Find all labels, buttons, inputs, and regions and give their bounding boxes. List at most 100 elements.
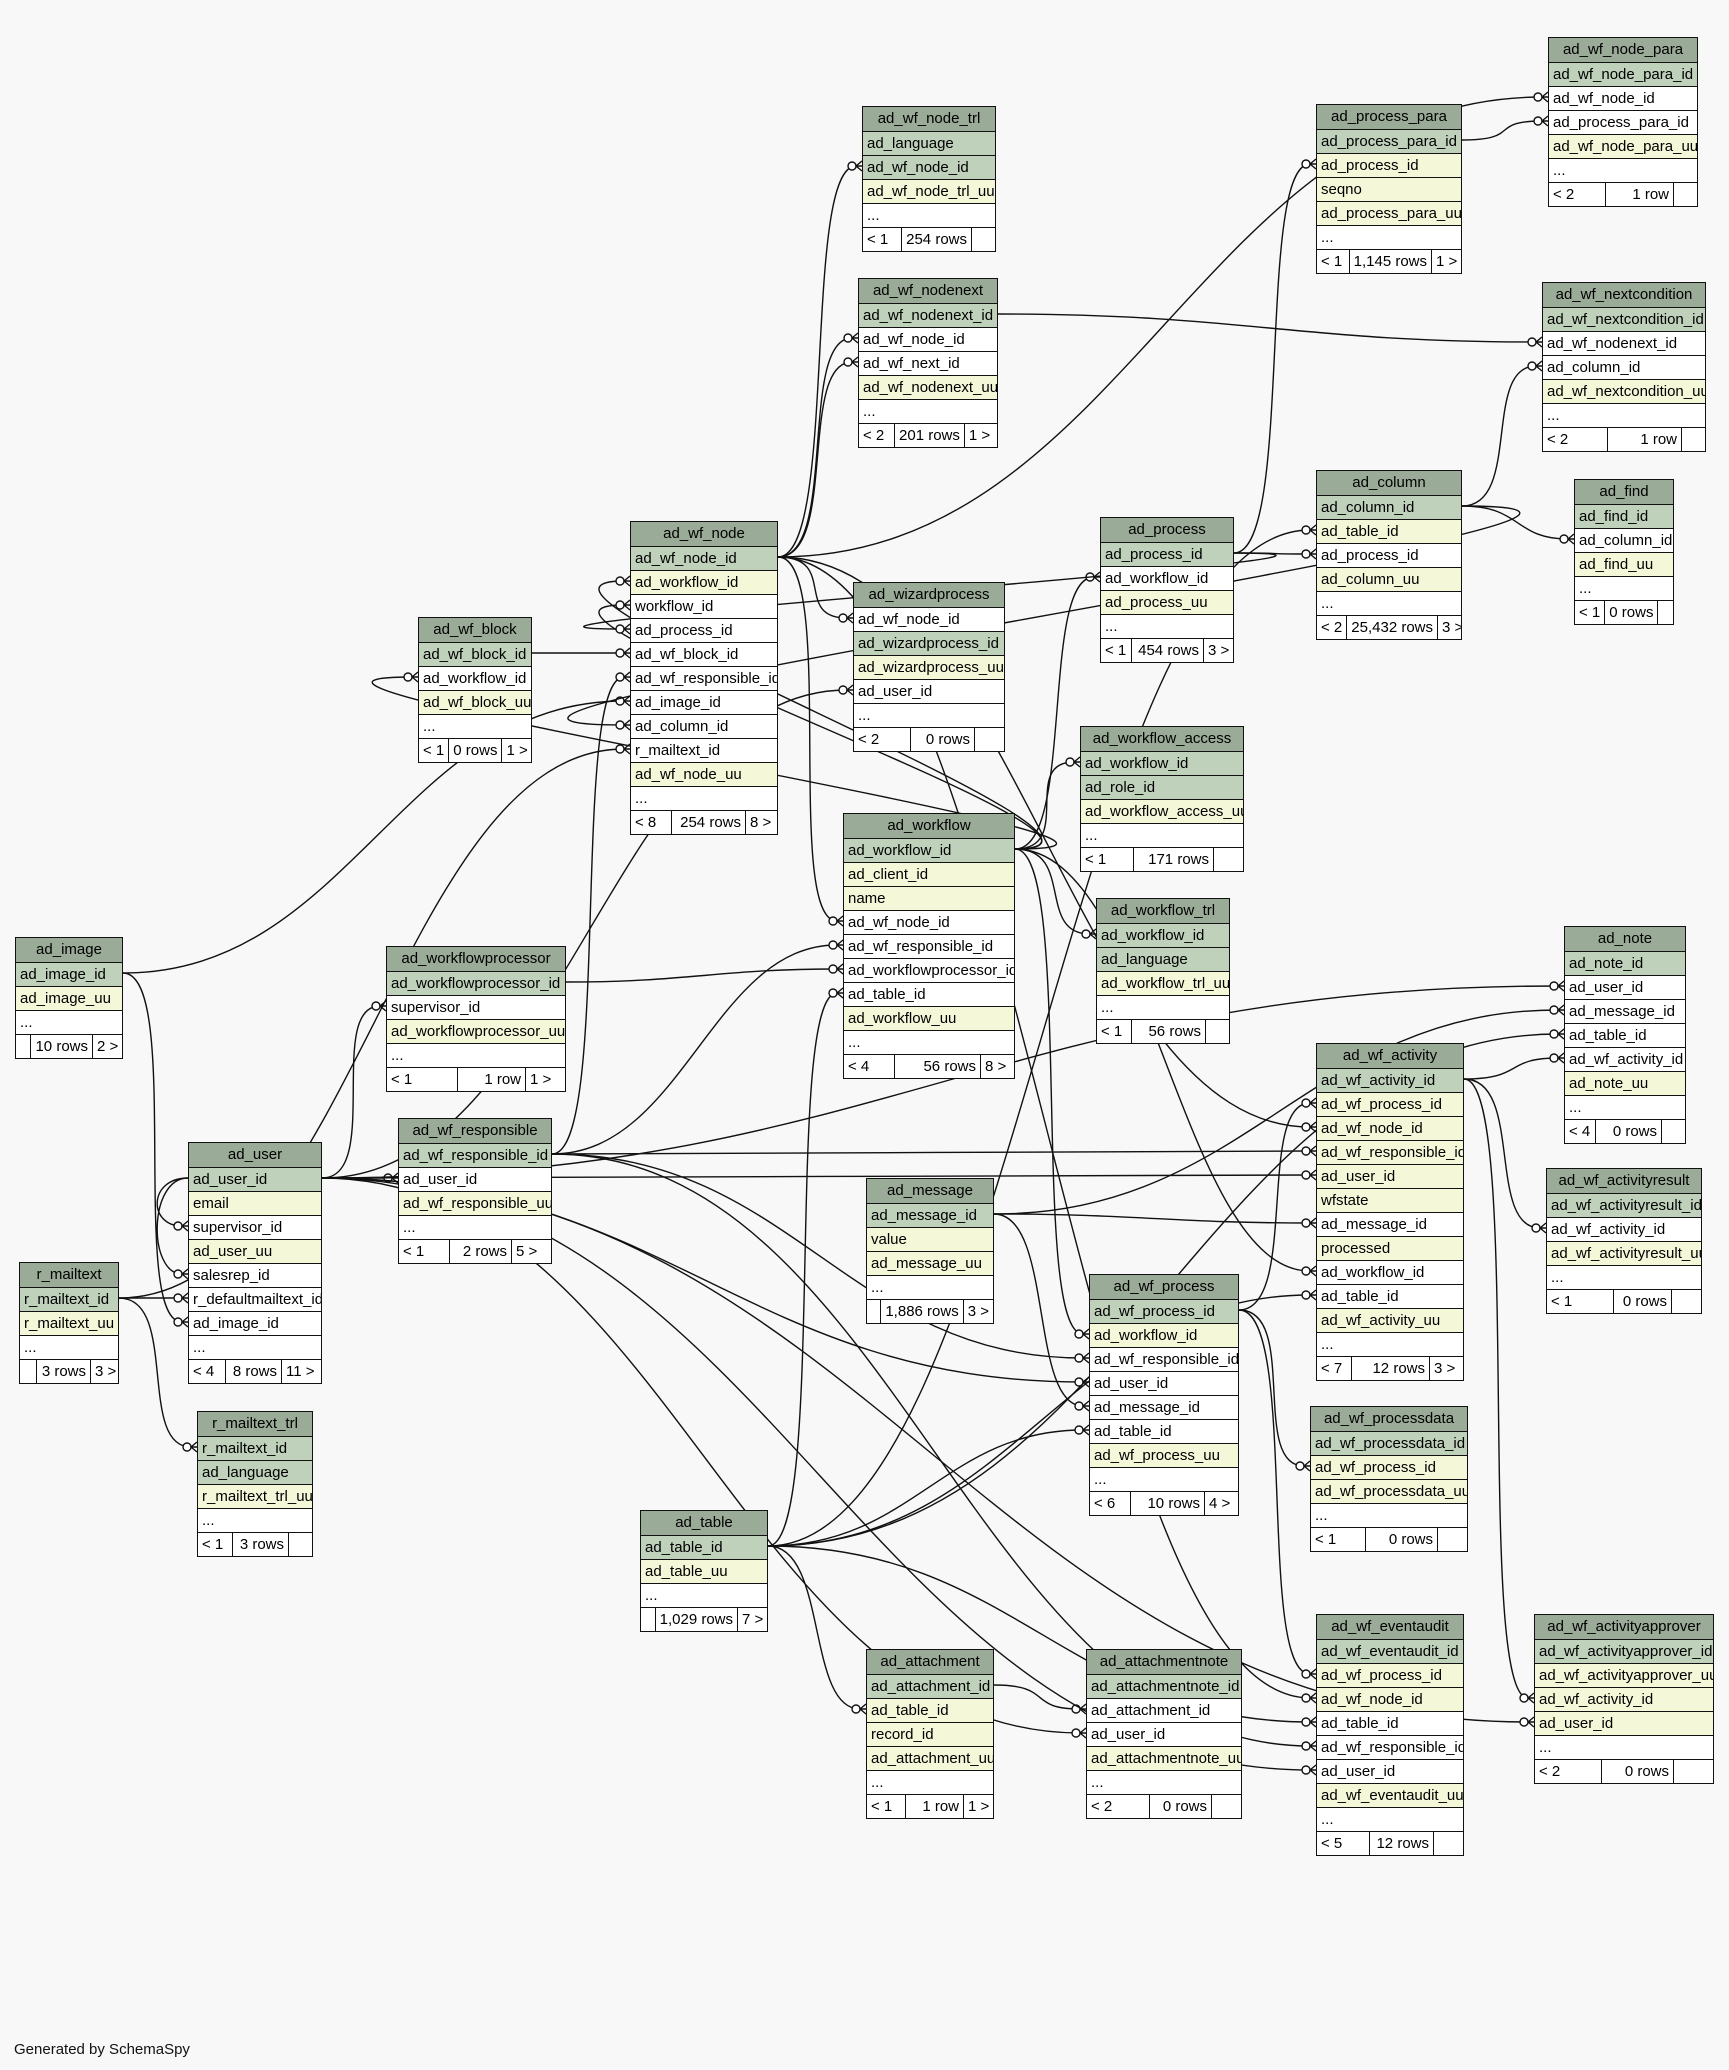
column-ad_workflow_access_uu[interactable]: ad_workflow_access_uu (1081, 799, 1243, 823)
more-columns[interactable]: ... (1081, 823, 1243, 847)
column-ad_wf_node_id[interactable]: ad_wf_node_id (863, 155, 995, 179)
table-title[interactable]: ad_wf_node_para (1549, 38, 1697, 62)
column-ad_column_uu[interactable]: ad_column_uu (1317, 567, 1461, 591)
column-ad_attachment_id[interactable]: ad_attachment_id (1087, 1698, 1241, 1722)
column-ad_table_uu[interactable]: ad_table_uu (641, 1559, 767, 1583)
column-ad_table_id[interactable]: ad_table_id (1317, 519, 1461, 543)
more-columns[interactable]: ... (854, 703, 1004, 727)
column-ad_language[interactable]: ad_language (863, 131, 995, 155)
column-r_defaultmailtext_id[interactable]: r_defaultmailtext_id (189, 1287, 321, 1311)
column-ad_wf_nextcondition_uu[interactable]: ad_wf_nextcondition_uu (1543, 379, 1705, 403)
parents-link[interactable]: < 1 (1321, 253, 1343, 270)
table-title[interactable]: ad_find (1575, 480, 1673, 504)
column-ad_column_id[interactable]: ad_column_id (1317, 495, 1461, 519)
column-ad_attachment_uu[interactable]: ad_attachment_uu (867, 1746, 993, 1770)
column-ad_role_id[interactable]: ad_role_id (1081, 775, 1243, 799)
column-ad_wf_node_id[interactable]: ad_wf_node_id (844, 910, 1014, 934)
more-columns[interactable]: ... (631, 786, 777, 810)
children-link[interactable] (971, 228, 995, 251)
more-columns[interactable]: ... (1311, 1503, 1467, 1527)
children-link[interactable] (1671, 1290, 1701, 1313)
table-title[interactable]: ad_workflow_access (1081, 727, 1243, 751)
column-email[interactable]: email (189, 1191, 321, 1215)
more-columns[interactable]: ... (1101, 614, 1233, 638)
column-ad_process_uu[interactable]: ad_process_uu (1101, 590, 1233, 614)
children-link[interactable]: 3 > (1203, 639, 1233, 662)
parents-link[interactable]: < 2 (1553, 186, 1575, 203)
column-ad_find_id[interactable]: ad_find_id (1575, 504, 1673, 528)
table-title[interactable]: ad_wf_activityapprover (1535, 1615, 1713, 1639)
table-title[interactable]: ad_process_para (1317, 105, 1461, 129)
children-link[interactable]: 5 > (511, 1240, 551, 1263)
more-columns[interactable]: ... (641, 1583, 767, 1607)
column-ad_wf_process_id[interactable]: ad_wf_process_id (1317, 1663, 1463, 1687)
children-link[interactable]: 7 > (737, 1608, 767, 1631)
column-ad_workflow_id[interactable]: ad_workflow_id (419, 666, 531, 690)
column-ad_wf_activity_id[interactable]: ad_wf_activity_id (1565, 1047, 1685, 1071)
more-columns[interactable]: ... (1090, 1467, 1238, 1491)
column-ad_attachmentnote_id[interactable]: ad_attachmentnote_id (1087, 1674, 1241, 1698)
table-title[interactable]: ad_table (641, 1511, 767, 1535)
more-columns[interactable]: ... (1549, 158, 1697, 182)
column-ad_process_id[interactable]: ad_process_id (1101, 542, 1233, 566)
column-ad_wf_node_trl_uu[interactable]: ad_wf_node_trl_uu (863, 179, 995, 203)
column-ad_wf_block_uu[interactable]: ad_wf_block_uu (419, 690, 531, 714)
table-title[interactable]: ad_column (1317, 471, 1461, 495)
more-columns[interactable]: ... (1575, 576, 1673, 600)
more-columns[interactable]: ... (1097, 995, 1229, 1019)
children-link[interactable]: 1 > (525, 1068, 565, 1091)
column-ad_workflow_id[interactable]: ad_workflow_id (844, 838, 1014, 862)
parents-link[interactable]: < 2 (1547, 431, 1569, 448)
column-ad_message_id[interactable]: ad_message_id (1565, 999, 1685, 1023)
column-ad_wf_responsible_id[interactable]: ad_wf_responsible_id (1317, 1140, 1463, 1164)
table-title[interactable]: ad_wf_processdata (1311, 1407, 1467, 1431)
parents-link[interactable]: < 4 (848, 1058, 870, 1075)
parents-link[interactable]: < 1 (202, 1536, 224, 1553)
column-supervisor_id[interactable]: supervisor_id (387, 995, 565, 1019)
column-ad_message_id[interactable]: ad_message_id (867, 1203, 993, 1227)
parents-link[interactable]: < 2 (863, 427, 885, 444)
column-ad_workflow_id[interactable]: ad_workflow_id (1081, 751, 1243, 775)
column-ad_image_id[interactable]: ad_image_id (16, 962, 122, 986)
more-columns[interactable]: ... (863, 203, 995, 227)
column-ad_process_para_uu[interactable]: ad_process_para_uu (1317, 201, 1461, 225)
column-ad_wf_process_id[interactable]: ad_wf_process_id (1317, 1092, 1463, 1116)
children-link[interactable] (1657, 601, 1673, 624)
column-ad_image_uu[interactable]: ad_image_uu (16, 986, 122, 1010)
children-link[interactable] (1213, 848, 1243, 871)
column-ad_workflow_id[interactable]: ad_workflow_id (1317, 1260, 1463, 1284)
column-processed[interactable]: processed (1317, 1236, 1463, 1260)
column-ad_workflow_id[interactable]: ad_workflow_id (1097, 923, 1229, 947)
children-link[interactable] (288, 1533, 312, 1556)
table-title[interactable]: ad_wf_nodenext (859, 279, 997, 303)
column-ad_table_id[interactable]: ad_table_id (641, 1535, 767, 1559)
column-ad_workflowprocessor_uu[interactable]: ad_workflowprocessor_uu (387, 1019, 565, 1043)
parents-link[interactable]: < 2 (858, 731, 880, 748)
column-ad_wf_process_id[interactable]: ad_wf_process_id (1090, 1299, 1238, 1323)
column-ad_wf_node_para_uu[interactable]: ad_wf_node_para_uu (1549, 134, 1697, 158)
table-title[interactable]: ad_workflowprocessor (387, 947, 565, 971)
more-columns[interactable]: ... (1087, 1770, 1241, 1794)
column-ad_column_id[interactable]: ad_column_id (1543, 355, 1705, 379)
more-columns[interactable]: ... (1543, 403, 1705, 427)
column-ad_wf_eventaudit_uu[interactable]: ad_wf_eventaudit_uu (1317, 1783, 1463, 1807)
parents-link[interactable]: < 2 (1091, 1798, 1113, 1815)
children-link[interactable] (1673, 1760, 1713, 1783)
column-salesrep_id[interactable]: salesrep_id (189, 1263, 321, 1287)
children-link[interactable] (1437, 1528, 1467, 1551)
column-ad_message_id[interactable]: ad_message_id (1090, 1395, 1238, 1419)
column-ad_wf_nodenext_id[interactable]: ad_wf_nodenext_id (859, 303, 997, 327)
column-r_mailtext_uu[interactable]: r_mailtext_uu (20, 1311, 118, 1335)
children-link[interactable]: 8 > (745, 811, 777, 834)
parents-link[interactable]: < 4 (1569, 1123, 1591, 1140)
column-ad_image_id[interactable]: ad_image_id (189, 1311, 321, 1335)
